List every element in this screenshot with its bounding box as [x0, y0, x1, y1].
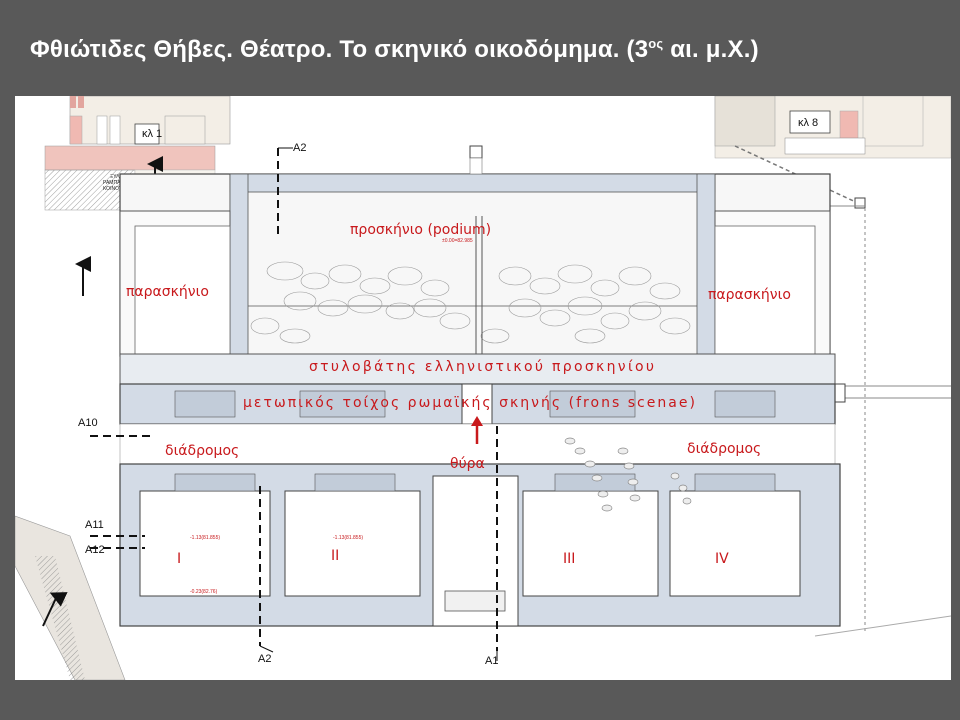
modern-structures-right — [714, 96, 951, 159]
label-thyra: θύρα — [450, 456, 485, 472]
plan-drawing: κλ 1 ΞΥΛΙΝΗ ΡΑΜΠΑ ΕΙΣΟΔΟΥ ΚΟΙΝΟΥ & ΑΜΕΑ … — [15, 96, 951, 680]
label-kl1: κλ 1 — [142, 128, 162, 140]
section-a1: A1 — [485, 655, 498, 667]
title-tail: αι. μ.Χ.) — [663, 36, 759, 63]
section-a2-top: A2 — [293, 142, 306, 154]
title-main: Φθιώτιδες Θήβες. Θέατρο. Το σκηνικό οικο… — [30, 36, 649, 63]
stone-arc — [564, 437, 692, 512]
level-room2: -1.13(81.855) — [333, 535, 363, 541]
slide-title: Φθιώτιδες Θήβες. Θέατρο. Το σκηνικό οικο… — [30, 36, 940, 64]
thyra-arrowhead — [471, 416, 483, 426]
label-proskenio: προσκήνιο (podium) — [350, 222, 491, 238]
pathway-left — [15, 515, 126, 680]
lower-rooms-block — [119, 463, 841, 627]
level-room1b: -0.23(82.76) — [190, 589, 218, 595]
level-podium: ±0.00=82.985 — [442, 238, 473, 244]
label-paraskenio-right: παρασκήνιο — [708, 287, 791, 303]
frons-scenae-wall — [119, 383, 836, 425]
label-room-1: I — [177, 551, 181, 567]
level-room1a: -1.13(81.855) — [190, 535, 220, 541]
section-a11: A11 — [85, 519, 104, 531]
entry-arrow — [42, 592, 68, 627]
stylobate-band — [119, 353, 836, 385]
label-room-4: IV — [715, 551, 729, 567]
label-frons: μετωπικός τοίχος ρωμαϊκής σκηνής (frons … — [243, 395, 695, 411]
title-superscript: ος — [648, 36, 664, 51]
section-a12: A12 — [85, 544, 105, 556]
label-kl8: κλ 8 — [798, 117, 818, 129]
section-a10: A10 — [78, 417, 98, 429]
a2-bottom-tick — [259, 645, 274, 653]
ramp-label-1: ΞΥΛΙΝΗ — [110, 174, 129, 180]
label-room-3: III — [563, 551, 575, 567]
proskenio-area — [119, 145, 831, 357]
label-diadromos-right: διάδρομος — [687, 441, 761, 457]
label-diadromos-left: διάδρομος — [165, 443, 239, 459]
label-room-2: II — [331, 548, 339, 564]
section-lines — [90, 148, 498, 651]
architectural-plan: κλ 1 ΞΥΛΙΝΗ ΡΑΜΠΑ ΕΙΣΟΔΟΥ ΚΟΙΝΟΥ & ΑΜΕΑ … — [15, 96, 951, 680]
section-a2-bottom: A2 — [258, 653, 271, 665]
label-paraskenio-left: παρασκήνιο — [126, 284, 209, 300]
